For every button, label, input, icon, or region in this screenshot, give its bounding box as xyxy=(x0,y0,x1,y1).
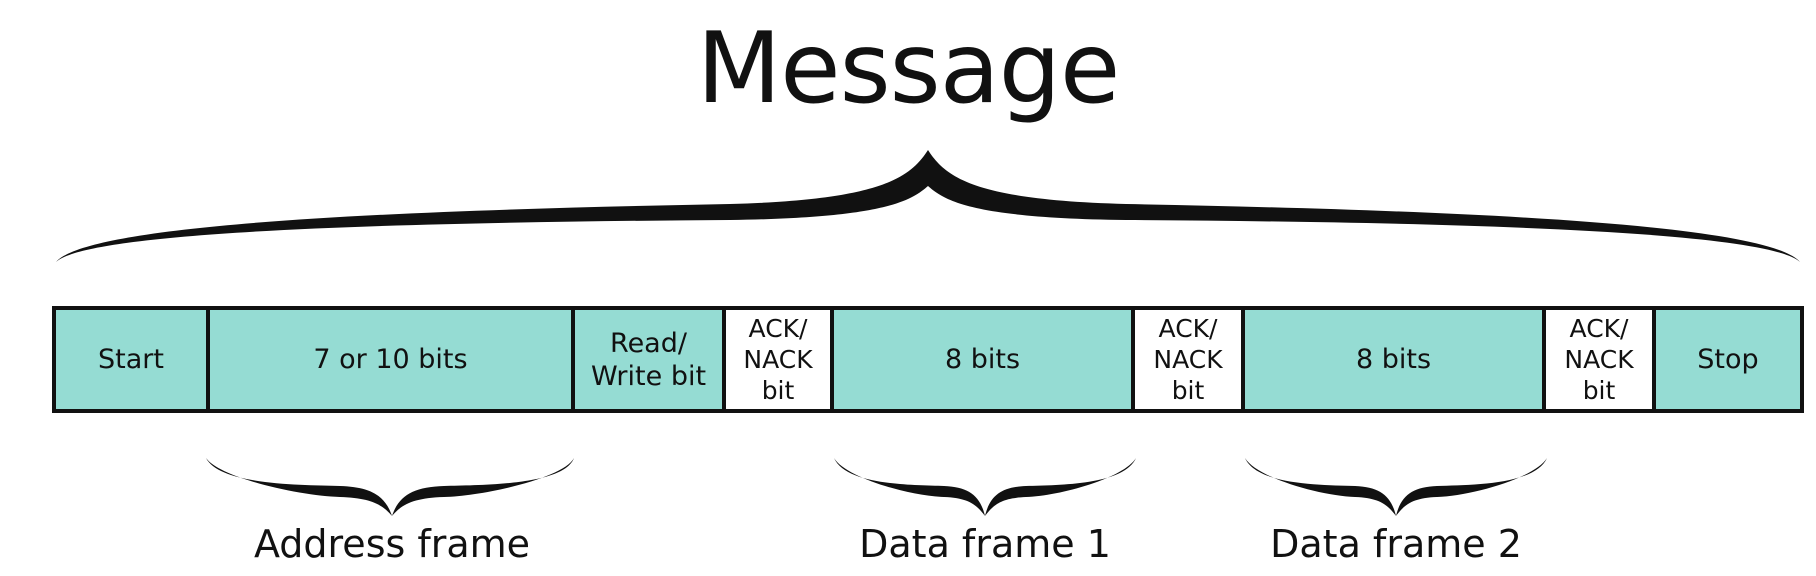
address-bits-segment: 7 or 10 bits xyxy=(210,310,575,409)
data-frame-1-label: Data frame 1 xyxy=(859,522,1111,566)
stop-segment: Stop xyxy=(1656,310,1800,409)
address-frame-label: Address frame xyxy=(253,522,531,566)
data-bits-segment-2: 8 bits xyxy=(1245,310,1546,409)
address-frame-brace xyxy=(206,458,574,516)
data-frame-2-label: Data frame 2 xyxy=(1270,522,1522,566)
start-segment: Start xyxy=(56,310,210,409)
message-brace xyxy=(56,150,1800,262)
data-frame-1-brace xyxy=(834,458,1136,516)
ack-nack-bit-segment-1: ACK/ NACK bit xyxy=(726,310,834,409)
message-bit-sequence: Start 7 or 10 bits Read/ Write bit ACK/ … xyxy=(52,306,1804,413)
data-frame-2-brace xyxy=(1245,458,1547,516)
message-title: Message xyxy=(696,12,1121,126)
data-bits-segment-1: 8 bits xyxy=(834,310,1135,409)
read-write-bit-segment: Read/ Write bit xyxy=(575,310,726,409)
ack-nack-bit-segment-2: ACK/ NACK bit xyxy=(1135,310,1245,409)
ack-nack-bit-segment-3: ACK/ NACK bit xyxy=(1546,310,1656,409)
